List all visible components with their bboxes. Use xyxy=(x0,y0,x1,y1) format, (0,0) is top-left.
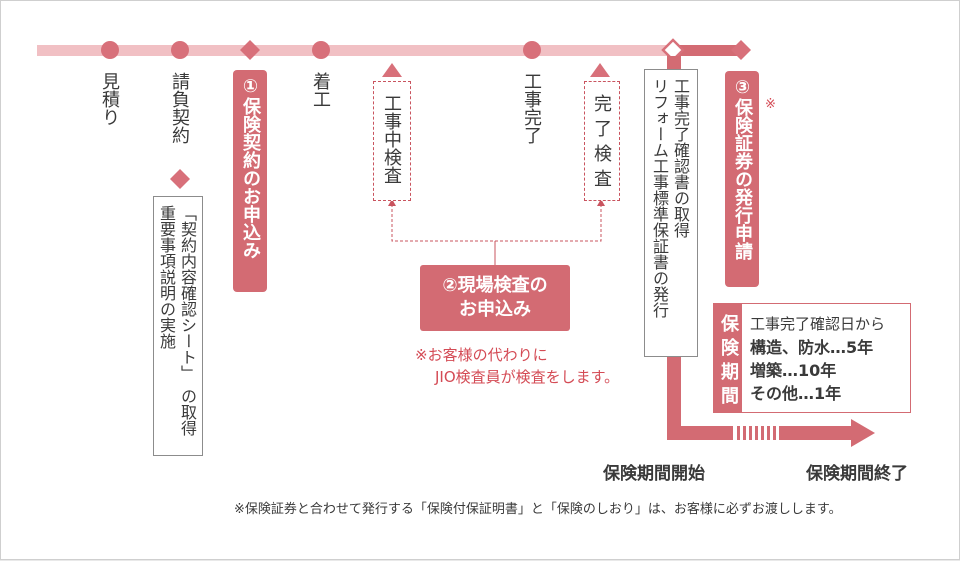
coverage-title-band: 保険期間 xyxy=(714,304,742,412)
node-work-complete xyxy=(523,41,541,59)
step-estimate: 見積り xyxy=(99,72,120,126)
timeline-bar xyxy=(37,45,677,56)
node-contract xyxy=(171,41,189,59)
apply-insurance-box: ①保険契約のお申込み xyxy=(233,70,267,292)
final-inspection-box: 完了検査 xyxy=(584,81,620,201)
issue-certificate-label: ③保険証券の発行申請 xyxy=(732,77,753,260)
period-start-label: 保険期間開始 xyxy=(603,464,705,484)
arrow-final-inspection xyxy=(590,63,610,77)
coverage-item-other: その他…1年 xyxy=(750,384,842,403)
completion-doc-line2: リフォーム工事標準保証書の発行 xyxy=(650,78,669,318)
contract-doc-action: の取得 xyxy=(178,388,197,436)
step-work-complete: 工事完了 xyxy=(521,72,542,144)
period-arrow-tail xyxy=(779,426,851,440)
completion-doc-box: 工事完了確認書の取得 リフォーム工事標準保証書の発行 xyxy=(644,69,698,357)
period-end-label: 保険期間終了 xyxy=(806,464,908,484)
coverage-box: 保険期間 工事完了確認日から 構造、防水…5年 増築…10年 その他…1年 xyxy=(713,303,911,413)
period-arrowhead xyxy=(851,419,875,447)
mid-inspection-label: 工事中検査 xyxy=(381,94,402,184)
diamond-contract-doc xyxy=(170,169,190,189)
timeline-bar-insured xyxy=(677,45,745,56)
arrow-mid-inspection xyxy=(382,63,402,77)
inspection-note-line2: JIO検査員が検査をします。 xyxy=(435,368,620,386)
inspection-apply-line1: ②現場検査の xyxy=(442,275,548,296)
issue-certificate-box: ③保険証券の発行申請 xyxy=(725,71,759,287)
node-start-work xyxy=(312,41,330,59)
period-arrow-dashes xyxy=(737,426,776,440)
step-start-work: 着工 xyxy=(310,72,331,108)
apply-insurance-label: ①保険契約のお申込み xyxy=(240,76,261,259)
diamond-apply-insurance xyxy=(240,40,260,60)
node-estimate xyxy=(101,41,119,59)
inspection-connector xyxy=(391,204,602,242)
contract-doc-title: 「契約内容確認シート」 xyxy=(178,205,197,381)
diamond-certificate xyxy=(731,40,751,60)
period-arrow-body xyxy=(667,426,733,440)
inspection-note-line1: ※お客様の代わりに xyxy=(415,346,548,364)
coverage-title: 保険期間 xyxy=(718,314,739,410)
coverage-item-structure: 構造、防水…5年 xyxy=(750,338,874,357)
step-contract: 請負契約 xyxy=(169,72,190,144)
footnote: ※保険証券と合わせて発行する「保険付保証明書」と「保険のしおり」は、お客様に必ず… xyxy=(234,502,842,517)
coverage-from: 工事完了確認日から xyxy=(750,315,886,333)
coverage-item-extension: 増築…10年 xyxy=(750,361,837,380)
contract-note: 重要事項説明の実施 xyxy=(157,205,176,349)
inspection-apply-line2: お申込み xyxy=(459,299,531,320)
mid-inspection-box: 工事中検査 xyxy=(373,81,411,201)
completion-doc-line1: 工事完了確認書の取得 xyxy=(671,78,690,238)
inspection-apply-box: ②現場検査の お申込み xyxy=(420,265,570,331)
connector-arrowhead-right xyxy=(597,199,605,206)
connector-arrowhead-left xyxy=(388,199,396,206)
issue-certificate-mark: ※ xyxy=(765,97,776,112)
contract-doc-box: 「契約内容確認シート」 の取得 重要事項説明の実施 xyxy=(153,196,203,456)
final-inspection-label: 完了検査 xyxy=(591,94,612,194)
